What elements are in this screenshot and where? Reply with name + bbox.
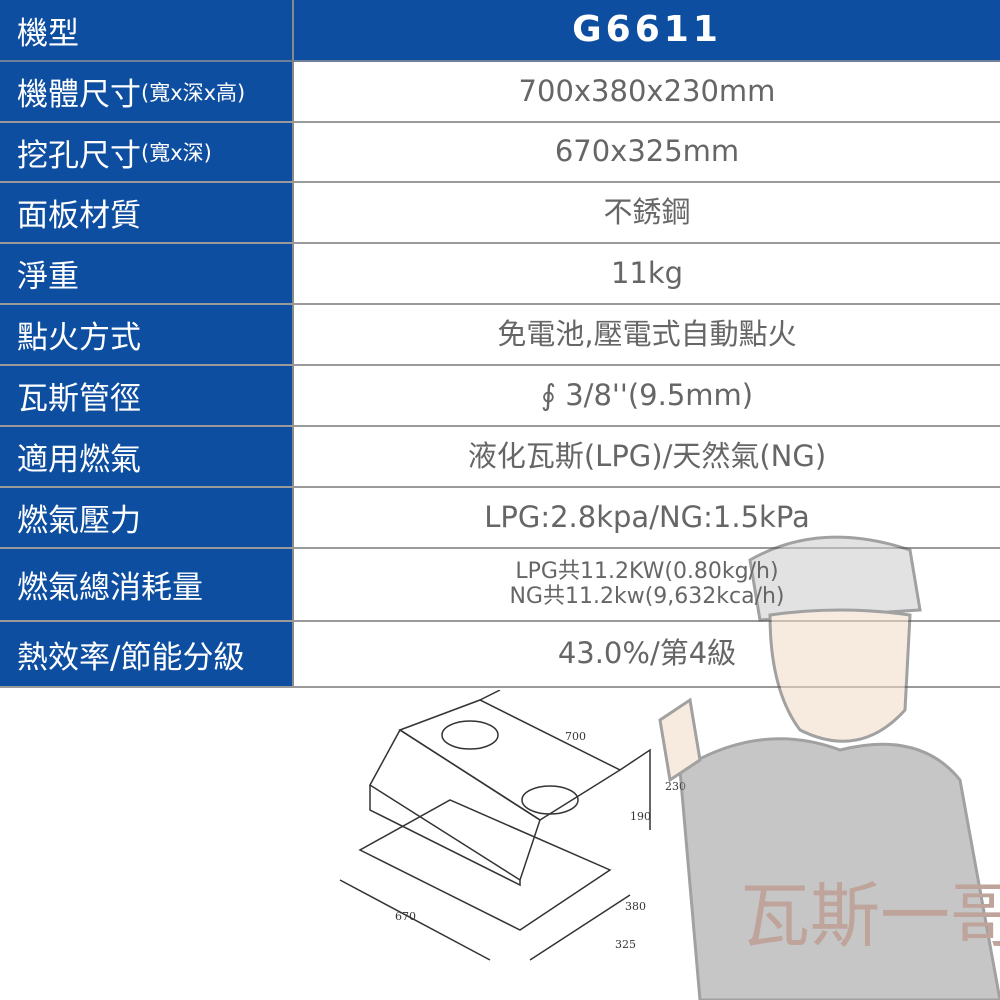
row-label: 面板材質 <box>0 183 294 242</box>
spec-row: 點火方式 免電池,壓電式自動點火 <box>0 305 1000 366</box>
dim-inner-height: 190 <box>630 810 651 823</box>
row-label: 機型 <box>0 0 294 60</box>
row-value: 液化瓦斯(LPG)/天然氣(NG) <box>467 438 827 473</box>
row-label: 瓦斯管徑 <box>0 366 294 425</box>
dim-cut-width: 670 <box>395 910 416 923</box>
spec-row: 燃氣壓力 LPG:2.8kpa/NG:1.5kPa <box>0 488 1000 549</box>
dim-depth: 380 <box>625 900 646 913</box>
row-value: 700x380x230mm <box>518 73 776 108</box>
spec-table: 機型 G6611 機體尺寸(寬x深x高) 700x380x230mm 挖孔尺寸(… <box>0 0 1000 688</box>
row-label: 點火方式 <box>0 305 294 364</box>
row-label: 挖孔尺寸(寬x深) <box>0 123 294 181</box>
row-label: 燃氣壓力 <box>0 488 294 547</box>
spec-row: 燃氣總消耗量 LPG共11.2KW(0.80kg/h) NG共11.2kw(9,… <box>0 549 1000 622</box>
row-label: 適用燃氣 <box>0 427 294 486</box>
stove-dimension-drawing: 700 230 190 380 670 325 <box>339 690 686 961</box>
cutout-outline <box>358 799 612 931</box>
row-value: 670x325mm <box>554 134 740 169</box>
row-value: LPG:2.8kpa/NG:1.5kPa <box>484 499 810 534</box>
row-label: 燃氣總消耗量 <box>0 549 294 620</box>
model-value: G6611 <box>294 0 1000 60</box>
spec-row: 瓦斯管徑 ∮ 3/8''(9.5mm) <box>0 366 1000 427</box>
spec-row-model: 機型 G6611 <box>0 0 1000 62</box>
stove-top <box>398 699 622 821</box>
row-value: ∮ 3/8''(9.5mm) <box>540 377 754 412</box>
value-line: NG共11.2kw(9,632kca/h) <box>509 583 785 609</box>
spec-row: 適用燃氣 液化瓦斯(LPG)/天然氣(NG) <box>0 427 1000 488</box>
row-value: 11kg <box>610 255 684 290</box>
burner-icon <box>441 720 499 750</box>
spec-row: 機體尺寸(寬x深x高) 700x380x230mm <box>0 62 1000 123</box>
spec-row: 熱效率/節能分級 43.0%/第4級 <box>0 622 1000 688</box>
row-label: 熱效率/節能分級 <box>0 622 294 686</box>
spec-row: 面板材質 不銹鋼 <box>0 183 1000 244</box>
dim-cut-depth: 325 <box>615 938 636 951</box>
spec-row: 淨重 11kg <box>0 244 1000 305</box>
burner-icon <box>521 785 579 815</box>
spec-row: 挖孔尺寸(寬x深) 670x325mm <box>0 123 1000 183</box>
row-value: 43.0%/第4級 <box>557 636 737 671</box>
row-label: 機體尺寸(寬x深x高) <box>0 62 294 121</box>
dim-width: 700 <box>565 730 586 743</box>
row-value: 不銹鋼 <box>603 194 691 229</box>
row-value: LPG共11.2KW(0.80kg/h) NG共11.2kw(9,632kca/… <box>294 549 1000 620</box>
mascot-illustration: 瓦斯一哥 <box>658 535 1000 1000</box>
value-line: LPG共11.2KW(0.80kg/h) <box>515 559 779 585</box>
watermark-logo: 瓦斯一哥 <box>740 875 1000 957</box>
row-label: 淨重 <box>0 244 294 303</box>
row-value: 免電池,壓電式自動點火 <box>497 316 797 351</box>
